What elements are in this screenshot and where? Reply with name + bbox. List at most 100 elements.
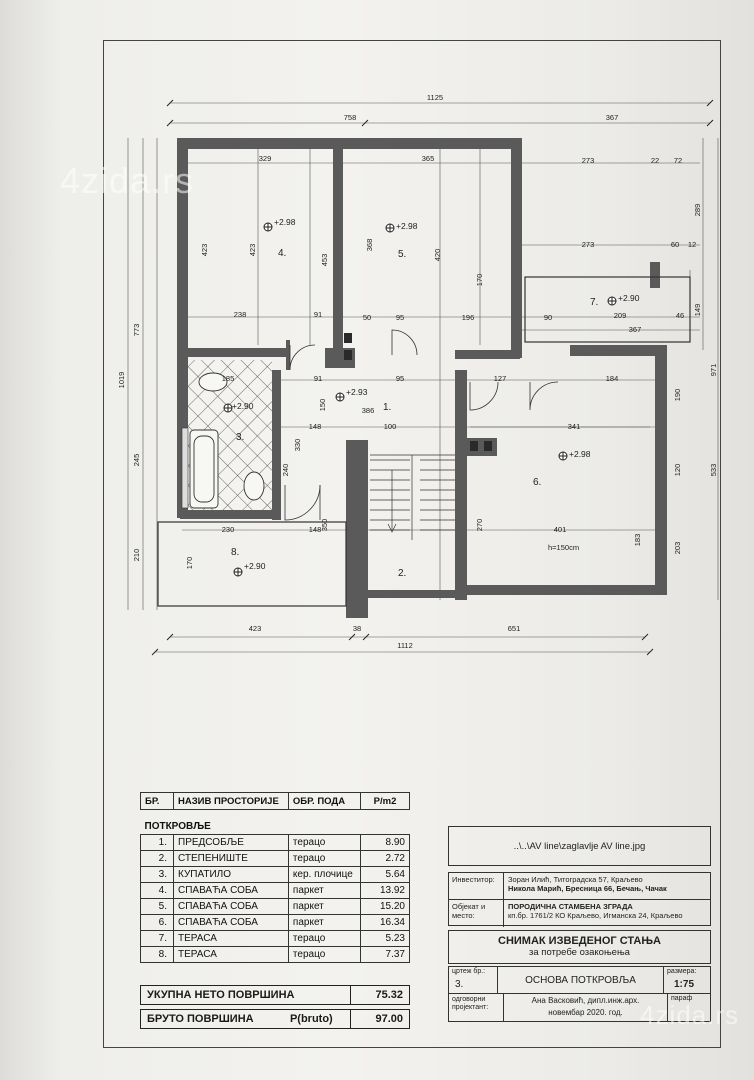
door-swings [284, 329, 559, 521]
dim-total-top: 1125 [427, 93, 443, 102]
svg-text:289: 289 [693, 204, 702, 217]
dimension-labels: 1125 758 367 329 365 273 22 72 273 60 12… [117, 93, 718, 650]
svg-text:185: 185 [222, 374, 235, 383]
watermark-bottom: 4zida.rs [640, 1000, 740, 1030]
svg-text:273: 273 [582, 240, 595, 249]
svg-text:423: 423 [248, 244, 257, 257]
svg-text:1019: 1019 [117, 372, 126, 389]
designer-row: одговорни пројектант: Ана Васковић, дипл… [448, 994, 711, 1022]
svg-text:203: 203 [673, 542, 682, 555]
svg-text:273: 273 [582, 156, 595, 165]
room-8: +2.90 8. [231, 547, 266, 577]
header-image-path: ..\..\AV line\zaglavlje AV line.jpg [448, 826, 711, 866]
bathroom-fixtures [189, 372, 265, 509]
gross-area-row: БРУТО ПОВРШИНА P(bruto) 97.00 [139, 1009, 410, 1029]
room-4: +2.98 4. [263, 217, 296, 259]
svg-text:367: 367 [629, 325, 642, 334]
svg-text:120: 120 [673, 464, 682, 477]
dimension-ticks [151, 99, 714, 656]
svg-text:+2.90: +2.90 [232, 401, 254, 411]
room-2: 2. [398, 568, 406, 579]
svg-text:3.: 3. [236, 432, 244, 443]
section-title: ПОТКРОВЉЕ [144, 820, 211, 832]
svg-text:+2.98: +2.98 [569, 449, 591, 459]
svg-text:196: 196 [462, 313, 475, 322]
net-area-value: 75.32 [350, 985, 410, 1005]
svg-text:350: 350 [320, 519, 329, 532]
svg-text:148: 148 [309, 525, 322, 534]
svg-text:423: 423 [200, 244, 209, 257]
room-labels: +2.93 1. 2. +2.90 3. +2.98 4. +2.98 5. [223, 217, 640, 579]
svg-text:148: 148 [309, 422, 322, 431]
svg-text:329: 329 [259, 154, 272, 163]
svg-text:6.: 6. [533, 477, 541, 488]
totals-table: УКУПНА НЕТО ПОВРШИНА 75.32 БРУТО ПОВРШИН… [139, 985, 410, 1029]
svg-text:91: 91 [314, 310, 322, 319]
gross-area-value: 97.00 [350, 1009, 410, 1029]
gross-area-label: БРУТО ПОВРШИНА [139, 1009, 284, 1029]
svg-text:386: 386 [362, 406, 375, 415]
staircase [370, 454, 455, 540]
svg-text:230: 230 [222, 525, 235, 534]
room-1: +2.93 1. [335, 387, 391, 413]
svg-text:72: 72 [674, 156, 682, 165]
svg-text:453: 453 [320, 254, 329, 267]
svg-text:238: 238 [234, 310, 247, 319]
svg-text:330: 330 [293, 439, 302, 452]
svg-text:127: 127 [494, 374, 507, 383]
svg-text:100: 100 [384, 422, 397, 431]
svg-text:368: 368 [365, 239, 374, 252]
svg-text:+2.90: +2.90 [244, 561, 266, 571]
svg-text:184: 184 [606, 374, 619, 383]
room-table: БР. НАЗИВ ПРОСТОРИЈЕ ОБР. ПОДА P/m2 ПОТК… [140, 792, 410, 963]
room-6: +2.98 6. [533, 449, 591, 488]
svg-text:190: 190 [673, 389, 682, 402]
floor-plan: 1125 758 367 329 365 273 22 72 273 60 12… [117, 93, 719, 656]
svg-text:149: 149 [693, 304, 702, 317]
svg-text:+2.98: +2.98 [274, 217, 296, 227]
svg-text:5.: 5. [398, 249, 406, 260]
svg-text:60: 60 [671, 240, 679, 249]
svg-text:+2.90: +2.90 [618, 293, 640, 303]
dim-top-right: 367 [606, 113, 619, 122]
room-5: +2.98 5. [385, 221, 418, 260]
svg-text:240: 240 [281, 464, 290, 477]
svg-text:8.: 8. [231, 547, 239, 558]
svg-text:341: 341 [568, 422, 581, 431]
svg-text:4.: 4. [278, 248, 286, 259]
room-3: +2.90 3. [223, 401, 254, 443]
net-area-label: УКУПНА НЕТО ПОВРШИНА [140, 985, 351, 1005]
svg-text:170: 170 [185, 557, 194, 570]
svg-text:401: 401 [554, 525, 567, 534]
svg-text:420: 420 [433, 249, 442, 262]
terraces [157, 276, 691, 607]
investor-box: Инвеститор: Зоран Илић, Титоградска 57, … [448, 872, 711, 927]
svg-text:+2.98: +2.98 [396, 221, 418, 231]
drawing-frame [103, 40, 721, 1048]
gross-area-sub: P(bruto) [283, 1009, 351, 1029]
svg-text:533: 533 [709, 464, 718, 477]
svg-text:2.: 2. [398, 568, 406, 579]
svg-text:773: 773 [132, 324, 141, 337]
svg-text:365: 365 [422, 154, 435, 163]
dim-bottom-mid: 38 [353, 624, 361, 633]
room-7: +2.90 7. [590, 293, 640, 308]
drawing-name: ОСНОВА ПОТКРОВЉА [498, 967, 664, 993]
dim-bottom-right: 651 [508, 624, 521, 633]
svg-text:22: 22 [651, 156, 659, 165]
drawing-heading: СНИМАК ИЗВЕДЕНОГ СТАЊА за потребе озакоњ… [448, 930, 711, 964]
note-height: h=150cm [548, 543, 579, 552]
svg-text:+2.93: +2.93 [346, 387, 368, 397]
dim-bottom-left: 423 [249, 624, 262, 633]
svg-text:46: 46 [676, 311, 684, 320]
dim-total-bottom: 1112 [397, 641, 413, 650]
drawing-info-row: цртеж бр.:3. ОСНОВА ПОТКРОВЉА размера:1:… [448, 966, 711, 994]
svg-text:95: 95 [396, 313, 404, 322]
